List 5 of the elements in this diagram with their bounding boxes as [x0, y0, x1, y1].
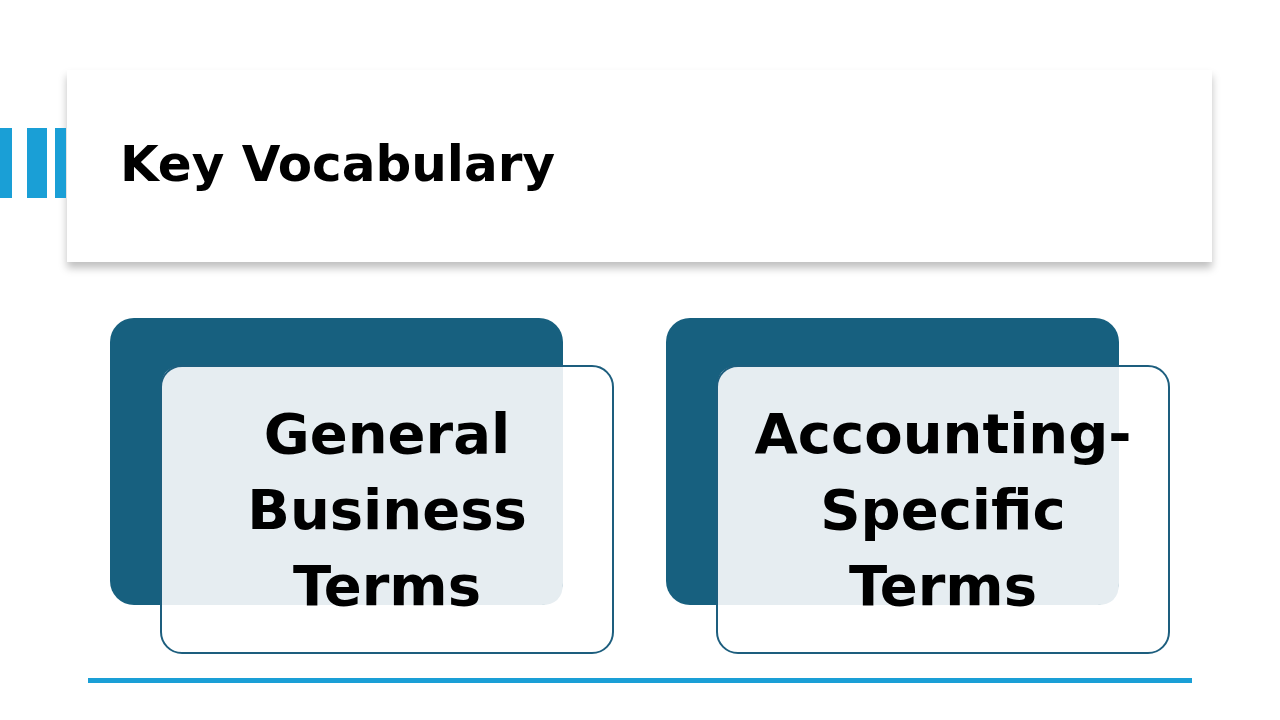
- slide-title: Key Vocabulary: [120, 134, 555, 195]
- term-text: General Business Terms: [246, 399, 528, 620]
- term-box: [160, 365, 614, 654]
- term-text: Accounting-Specific Terms: [753, 399, 1133, 620]
- term-box: [716, 365, 1170, 654]
